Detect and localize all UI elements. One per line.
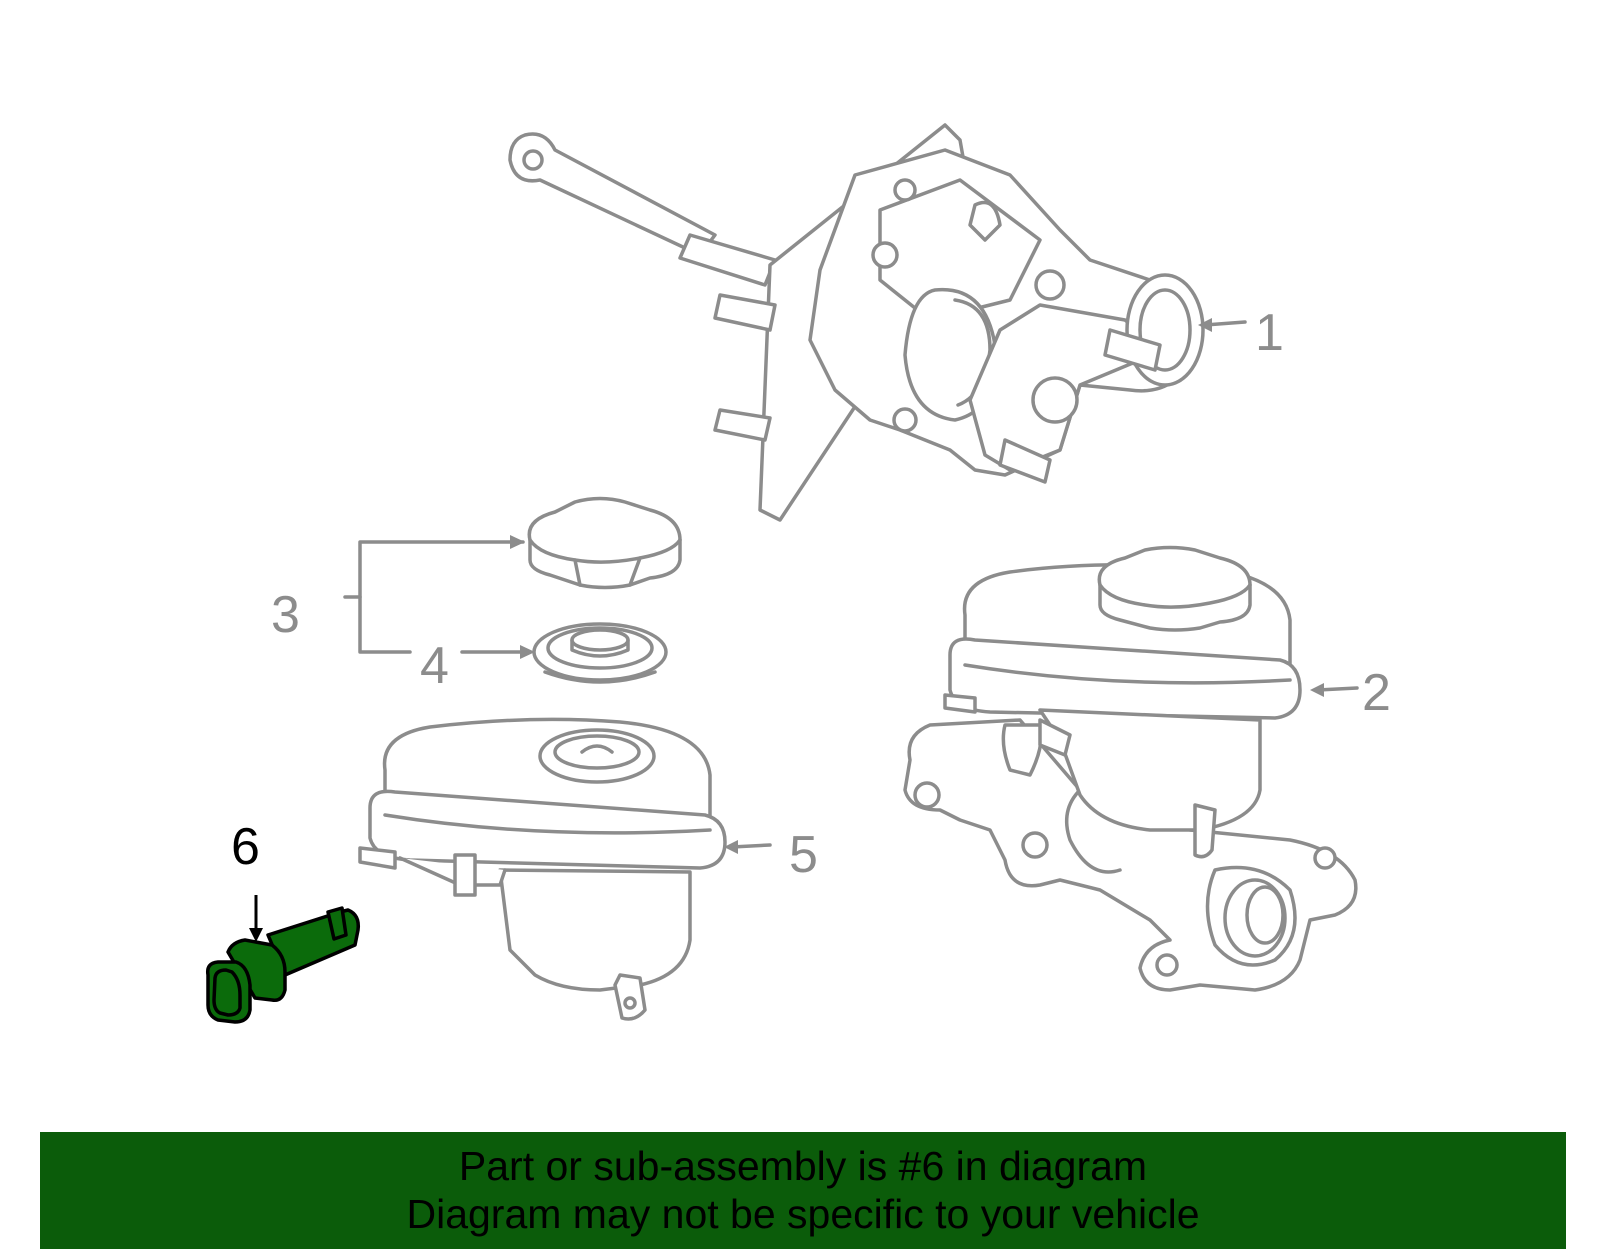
- banner-line-1: Part or sub-assembly is #6 in diagram: [458, 1143, 1148, 1189]
- part-1-brake-booster[interactable]: [508, 123, 1205, 522]
- part-4-cap-seal[interactable]: [532, 622, 668, 684]
- callout-4: 4: [420, 637, 449, 695]
- callout-5: 5: [789, 826, 818, 884]
- callout-3: 3: [271, 586, 300, 644]
- callout-2: 2: [1362, 664, 1391, 722]
- callout-arrows: [249, 318, 1359, 942]
- part-5-fluid-reservoir[interactable]: [358, 717, 727, 1021]
- callout-1: 1: [1255, 304, 1284, 362]
- callout-3-bracket: [343, 535, 535, 659]
- part-3-reservoir-cap[interactable]: [527, 496, 682, 590]
- callout-6: 6: [231, 818, 260, 876]
- part-2-master-cylinder[interactable]: [903, 545, 1358, 992]
- banner-line-2: Diagram may not be specific to your vehi…: [406, 1191, 1200, 1237]
- info-banner: Part or sub-assembly is #6 in diagram Di…: [40, 1132, 1566, 1249]
- part-6-fluid-level-sensor[interactable]: [205, 906, 361, 1024]
